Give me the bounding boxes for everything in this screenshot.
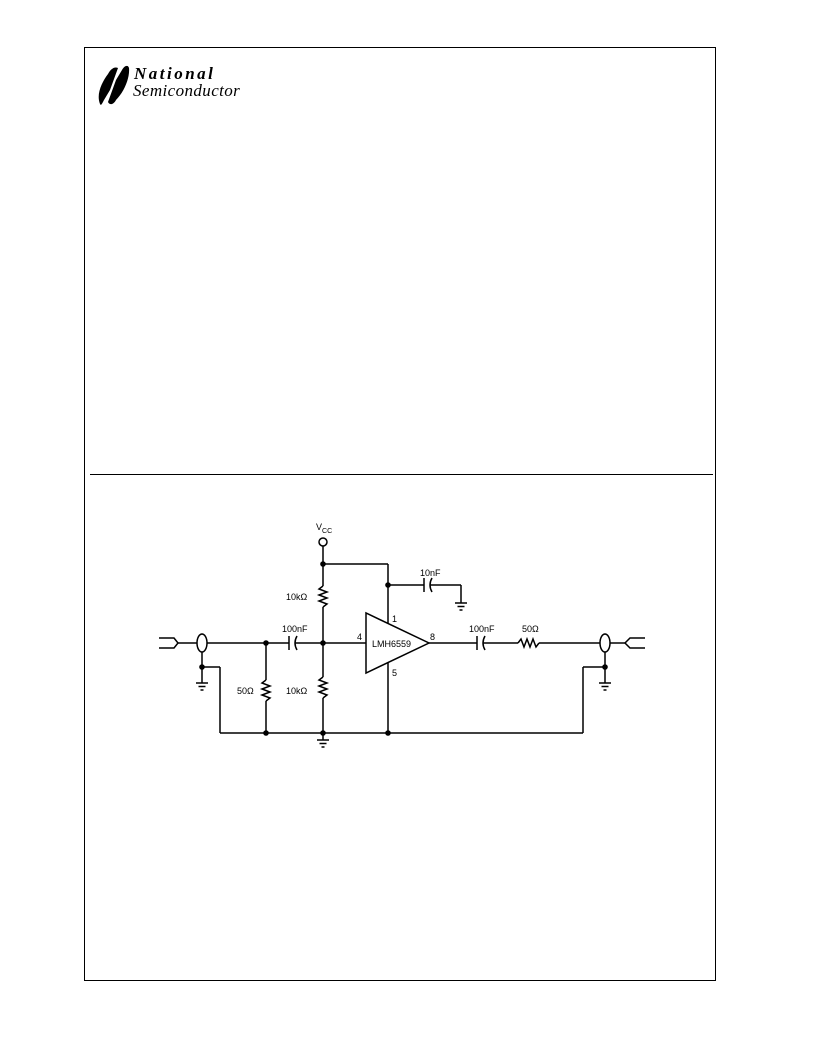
junction-dot [385,730,391,736]
vcc-label: VCC [316,522,332,535]
ground-icon [317,734,329,748]
section-divider [90,474,713,475]
input-connector [159,637,179,649]
input-cap-label: 100nF [282,624,308,634]
output-cap-label: 100nF [469,624,495,634]
lmh6559-buffer [365,611,431,675]
logo-wordmark-semiconductor: Semiconductor [133,81,241,100]
junction-dot [199,664,205,670]
pin-1-label: 1 [392,614,397,624]
logo-wordmark-national: National [134,64,216,83]
output-resistor-label: 50Ω [522,624,539,634]
ground-icon [196,680,208,691]
chip-label: LMH6559 [372,639,411,649]
company-logo: National Semiconductor [96,64,276,110]
bias-top-resistor-label: 10kΩ [286,592,308,602]
junction-dot [320,640,326,646]
vcc-terminal [318,537,328,547]
bias-bottom-resistor-label: 10kΩ [286,686,308,696]
input-termination-resistor [259,679,273,702]
input-coax-shield [196,633,208,653]
bias-bottom-resistor [316,676,330,699]
output-coax-shield [599,633,611,653]
ground-icon [455,602,467,611]
junction-dot [263,730,269,736]
junction-dot [320,730,326,736]
pin-8-label: 8 [430,632,435,642]
ground-icon [599,680,611,691]
pin-4-label: 4 [357,632,362,642]
junction-dot [385,582,391,588]
junction-dot [263,640,269,646]
output-series-resistor [517,636,540,650]
vcc-subscript: CC [322,528,332,535]
junction-dot [602,664,608,670]
bias-top-resistor [316,585,330,608]
national-logo-icon [98,65,130,105]
output-connector [623,637,645,649]
junction-dot [320,561,326,567]
decoupling-cap-label: 10nF [420,568,441,578]
input-termination-label: 50Ω [237,686,254,696]
pin-5-label: 5 [392,668,397,678]
page-frame [84,47,716,981]
